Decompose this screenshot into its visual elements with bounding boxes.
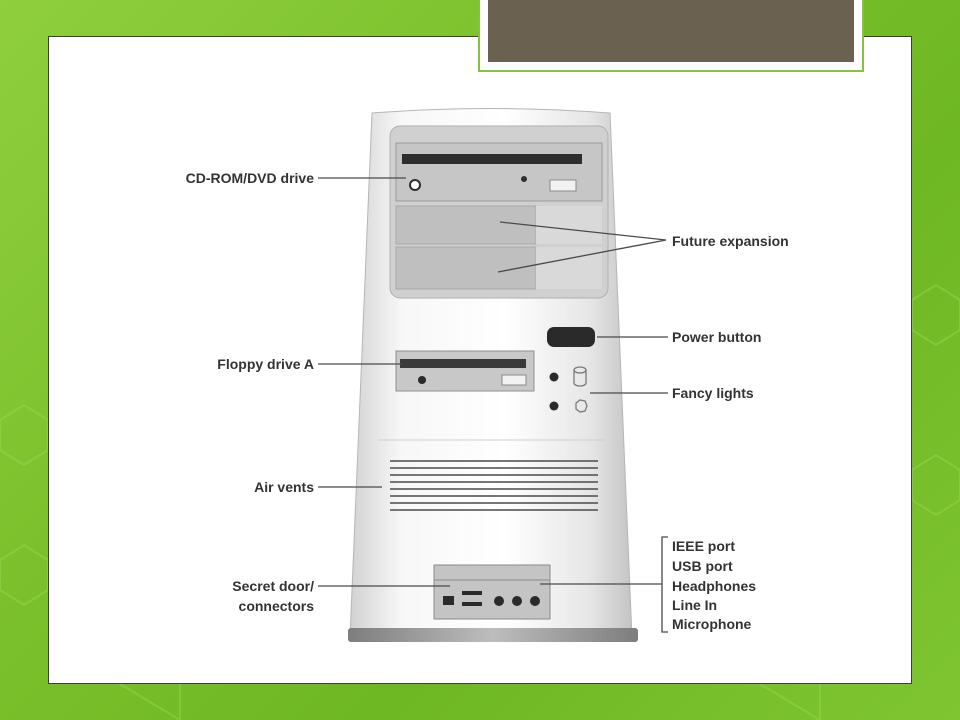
audio-jack-3 [530, 596, 540, 606]
label-ieee-port: IEEE port [672, 538, 735, 554]
disk-light-icon [573, 366, 587, 387]
usb-port-shape-1 [462, 591, 482, 595]
power-light-icon [575, 399, 588, 413]
floppy-eject-button [501, 374, 527, 386]
light-dot-2 [549, 401, 559, 411]
audio-jack-2 [512, 596, 522, 606]
upper-drive-bay [389, 125, 609, 299]
expansion-bay-2 [395, 246, 537, 290]
expansion-bay-1 [395, 205, 537, 245]
label-headphones: Headphones [672, 578, 756, 594]
label-microphone: Microphone [672, 616, 752, 632]
label-fancy-lights: Fancy lights [672, 385, 754, 401]
leader-lines [318, 177, 668, 633]
label-line-in: Line In [672, 597, 717, 613]
cdrom-eject-button [549, 179, 577, 192]
tower-base [348, 628, 638, 642]
connector-door [433, 564, 551, 620]
label-secret-door: Secret door/ [232, 578, 314, 594]
floppy-slot [400, 359, 526, 368]
air-vents [390, 460, 598, 511]
floppy-drive [395, 350, 535, 392]
audio-jack-1 [494, 596, 504, 606]
usb-port-shape-2 [462, 602, 482, 606]
title-box [488, 0, 854, 62]
light-dot-1 [549, 372, 559, 382]
label-connectors: connectors [239, 598, 315, 614]
label-power-button: Power button [672, 329, 761, 345]
cdrom-drive [395, 142, 603, 202]
label-floppy-drive: Floppy drive A [217, 356, 314, 372]
cdrom-indicator-dot [521, 176, 527, 182]
title-tab [478, 0, 864, 72]
label-future-expansion: Future expansion [672, 233, 789, 249]
label-usb-port: USB port [672, 558, 733, 574]
label-air-vents: Air vents [254, 479, 314, 495]
cdrom-tray-slot [402, 154, 582, 164]
label-cdrom: CD-ROM/DVD drive [186, 170, 315, 186]
cdrom-disc-icon [409, 179, 421, 191]
power-button-shape [547, 327, 595, 347]
ieee-port-shape [443, 596, 454, 605]
